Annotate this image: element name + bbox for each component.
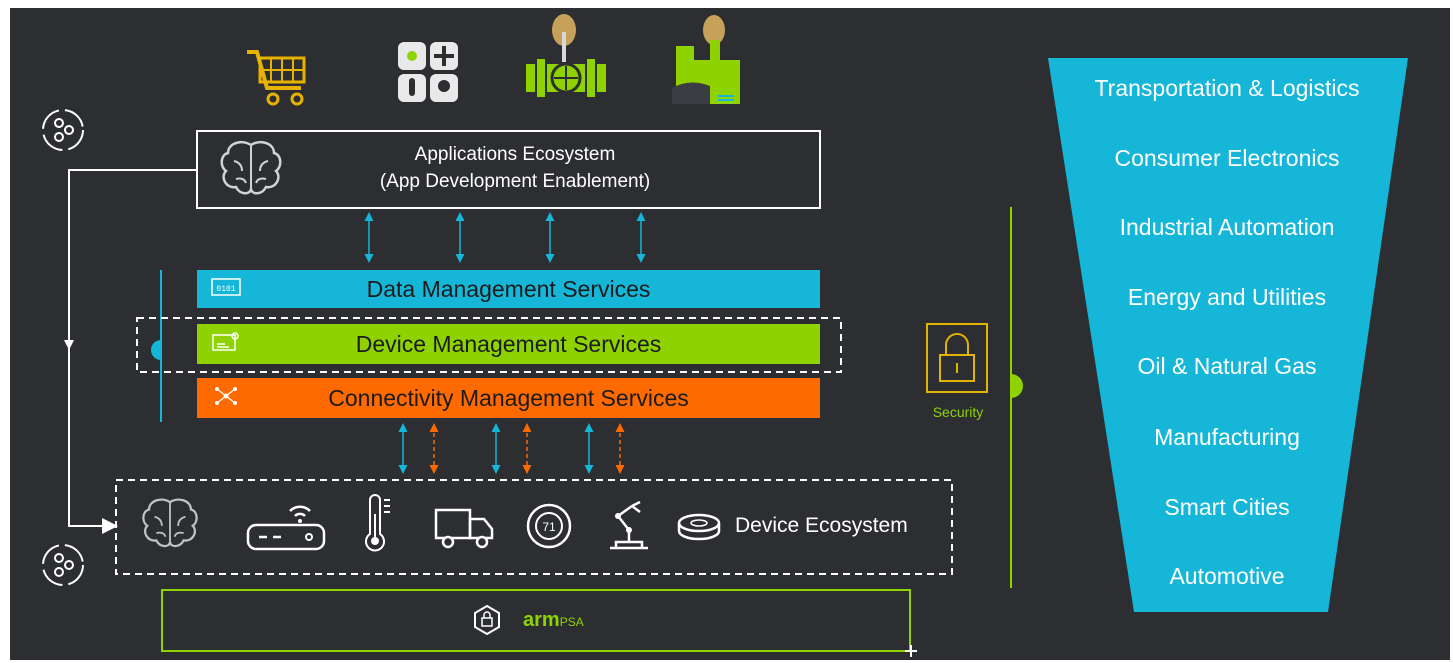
industry-label: Manufacturing xyxy=(1154,424,1300,450)
connectivity-management-label: Connectivity Management Services xyxy=(328,384,689,411)
arm-psa-logo: armPSA xyxy=(523,609,584,632)
feedback-flow-line xyxy=(68,169,197,534)
brain-icon xyxy=(220,141,282,195)
padlock-icon xyxy=(926,323,988,393)
pipeline-valve-icon xyxy=(526,14,606,99)
industry-label: Industrial Automation xyxy=(1119,214,1335,240)
device-management-label: Device Management Services xyxy=(355,330,662,357)
arm-psa-suffix: PSA xyxy=(559,615,584,629)
shopping-cart-icon xyxy=(247,50,306,106)
svg-text:0101: 0101 xyxy=(216,285,235,294)
router-icon xyxy=(246,505,326,551)
security-tab xyxy=(1011,374,1023,398)
industry-label: Consumer Electronics xyxy=(1114,145,1340,171)
brain-icon xyxy=(142,498,198,548)
data-management-bar: 0101 Data Management Services xyxy=(197,270,820,308)
security-label: Security xyxy=(932,404,984,420)
robot-arm-icon xyxy=(610,500,648,550)
industries-funnel xyxy=(1048,58,1408,612)
applications-subtitle: (App Development Enablement) xyxy=(379,171,651,192)
thermometer-icon xyxy=(365,494,390,552)
device-management-bar: Device Management Services xyxy=(197,324,820,364)
industry-label: Automotive xyxy=(1169,563,1285,589)
industry-label: Energy and Utilities xyxy=(1127,284,1327,310)
data-management-label: Data Management Services xyxy=(366,275,651,302)
connectivity-management-bar: Connectivity Management Services xyxy=(197,378,820,418)
industry-label: Oil & Natural Gas xyxy=(1137,353,1317,379)
network-nodes-icon xyxy=(215,387,237,405)
applications-title: Applications Ecosystem xyxy=(414,144,616,165)
arm-brand: arm xyxy=(523,609,560,631)
services-bracket-tab xyxy=(151,340,161,360)
device-settings-icon xyxy=(212,332,239,351)
device-ecosystem-label: Device Ecosystem xyxy=(735,514,908,537)
smart-home-sensors-icon xyxy=(398,42,458,102)
device-mgmt-highlight xyxy=(136,317,842,373)
lifecycle-icon xyxy=(42,544,84,586)
secure-chip-icon xyxy=(474,604,500,636)
applications-box xyxy=(196,130,821,209)
industry-label: Transportation & Logistics xyxy=(1094,75,1360,101)
binary-data-icon: 0101 xyxy=(211,278,241,296)
lifecycle-icon xyxy=(42,109,84,151)
thermostat-value: 71 xyxy=(542,520,556,534)
puck-sensor-icon xyxy=(677,513,721,541)
thermostat-icon: 71 xyxy=(526,503,572,549)
factory-icon xyxy=(672,15,740,104)
industry-label: Smart Cities xyxy=(1164,494,1290,520)
truck-icon xyxy=(434,508,494,549)
arm-psa-box xyxy=(161,589,911,652)
